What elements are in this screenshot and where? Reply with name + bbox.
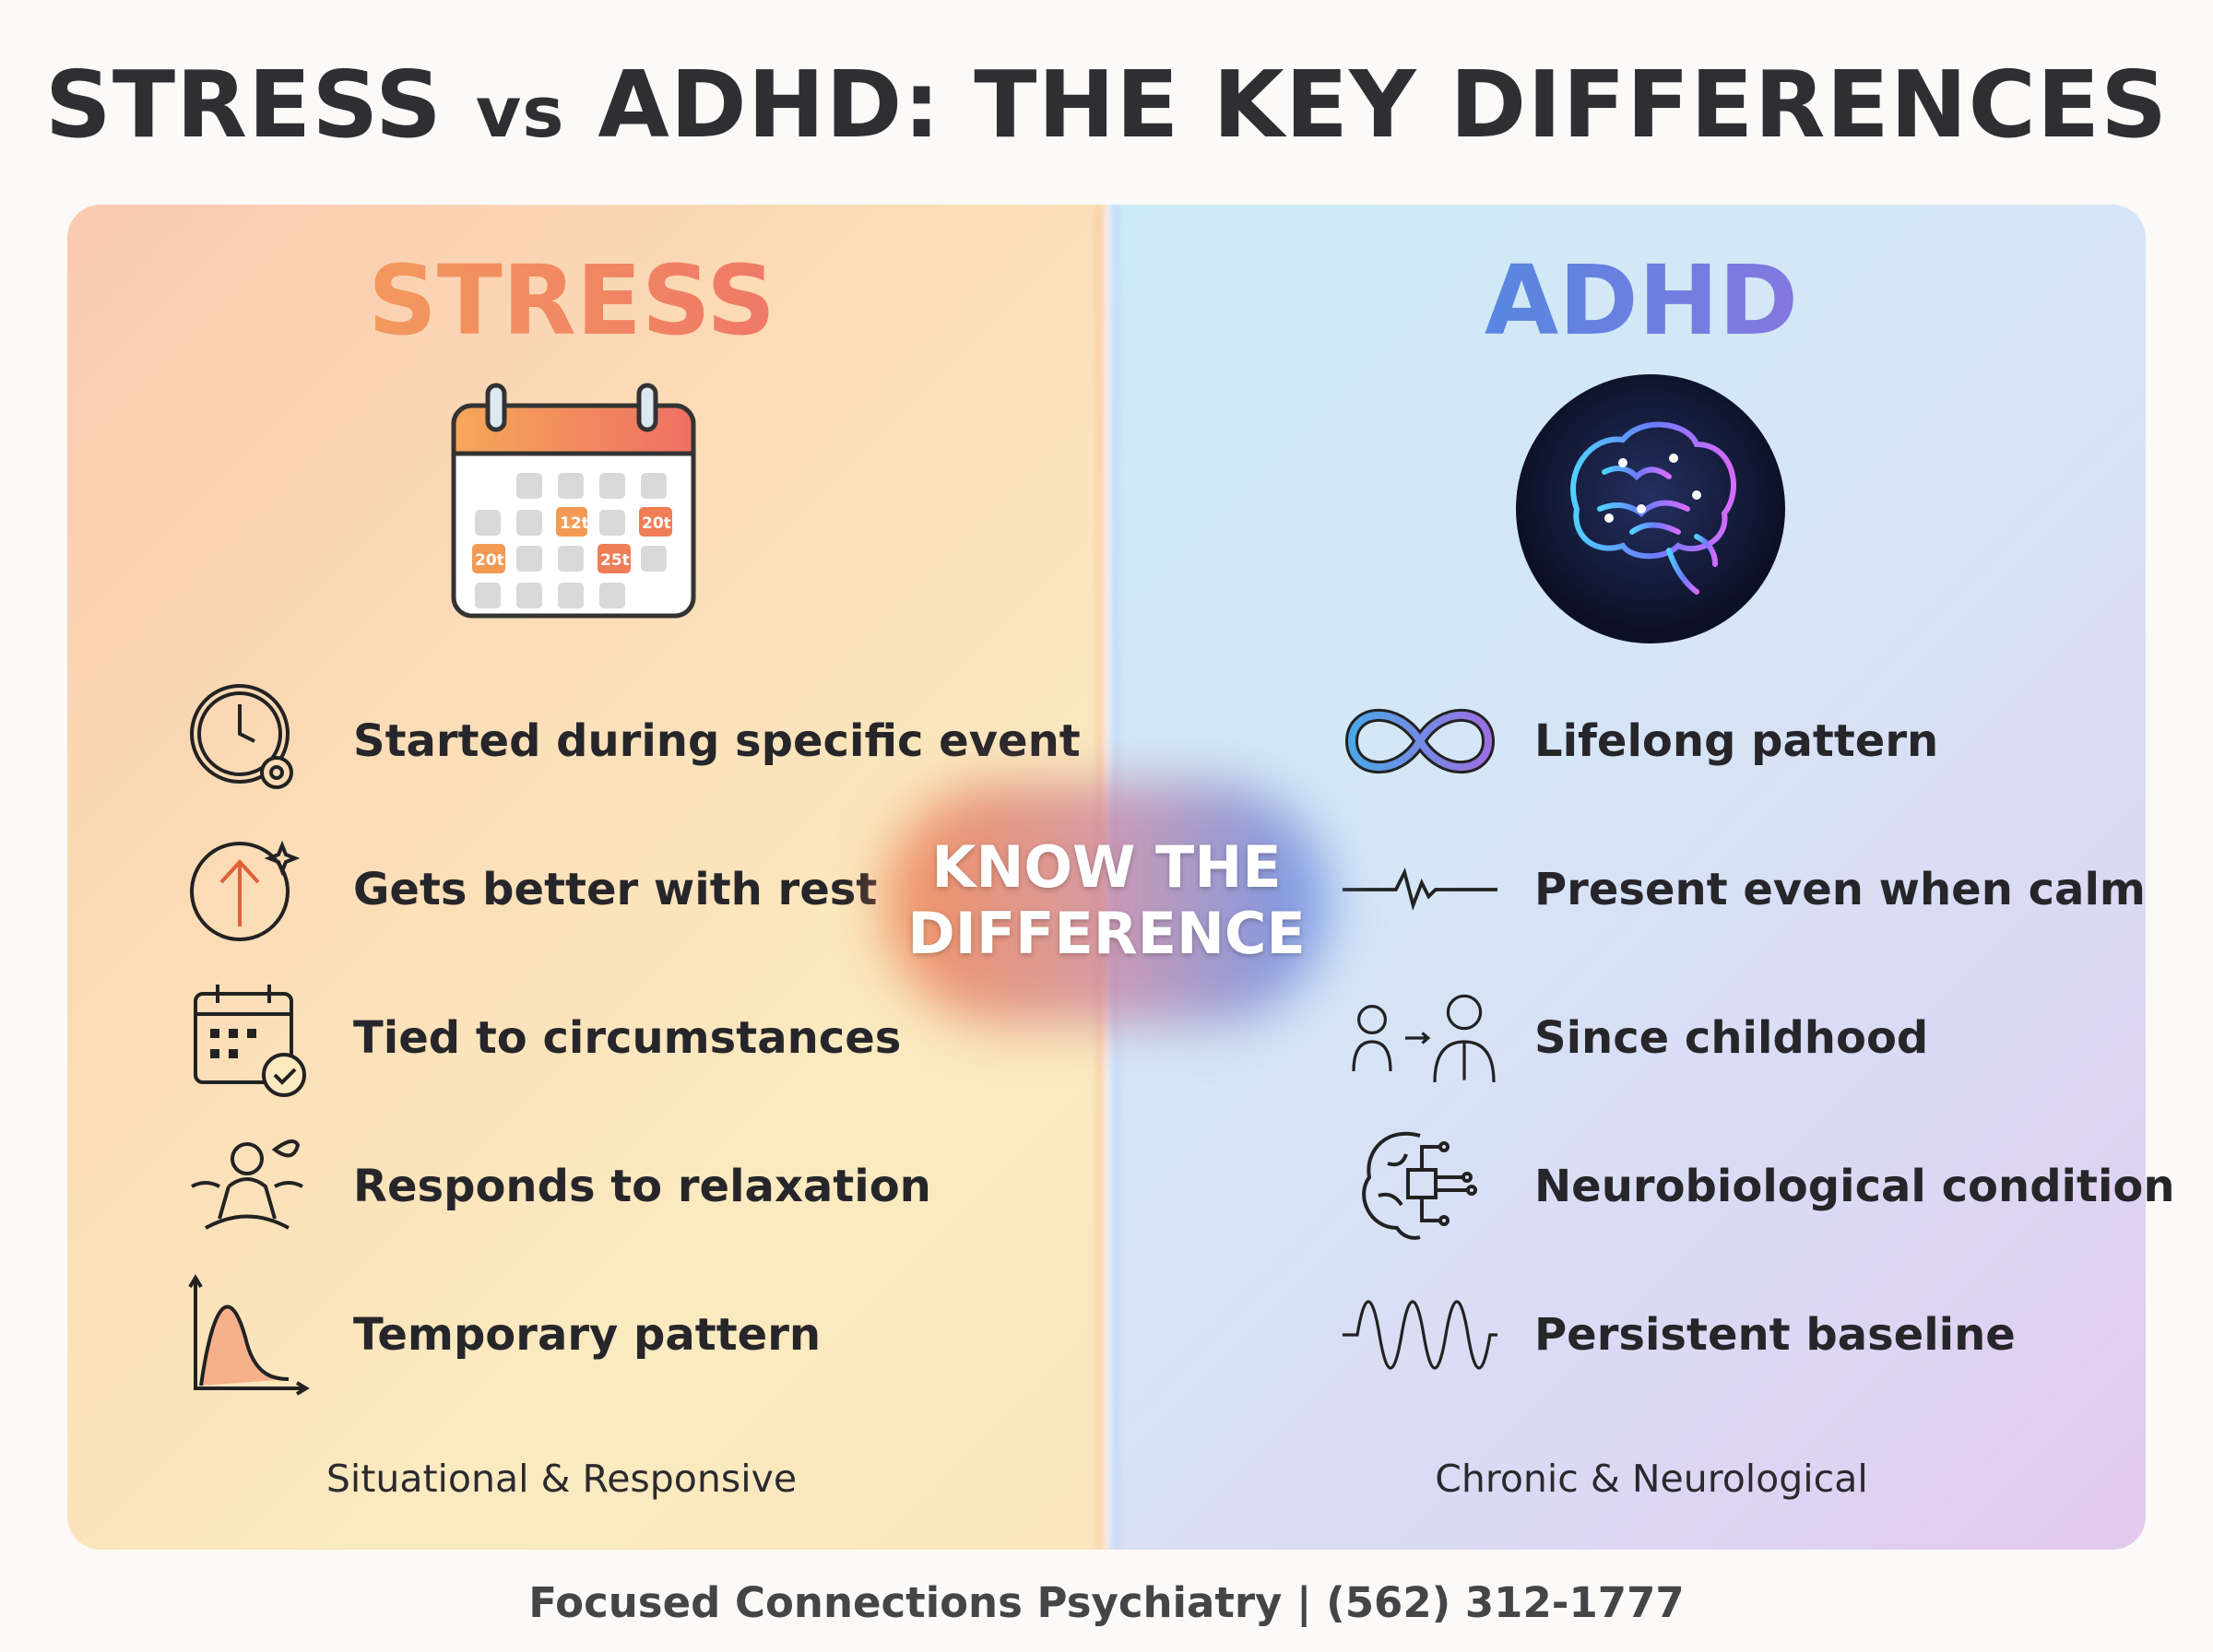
center-glow — [885, 784, 1328, 1023]
item-label: Present even when calm — [1534, 864, 2146, 915]
up-arrow-sparkle-icon — [178, 820, 316, 959]
list-item: Tied to circumstances — [178, 985, 1081, 1097]
item-label: Neurobiological condition — [1534, 1161, 2175, 1212]
list-item: Persistent baseline — [1343, 1289, 2175, 1381]
calendar-check-icon — [178, 969, 316, 1107]
list-item: Started during specific event — [178, 684, 1081, 789]
stress-list: Started during specific event Gets bette… — [178, 684, 1081, 1396]
glowing-brain-icon — [1516, 374, 1785, 643]
list-item: Lifelong pattern — [1343, 695, 2175, 787]
list-item: Neurobiological condition — [1343, 1131, 2175, 1240]
title-stress: STRESS — [44, 51, 443, 159]
title-rest: ADHD: THE KEY DIFFERENCES — [598, 51, 2169, 159]
item-label: Persistent baseline — [1534, 1309, 2016, 1361]
list-item: Present even when calm — [1343, 844, 2175, 936]
badge-line-1: KNOW THE — [931, 833, 1282, 901]
item-label: Lifelong pattern — [1534, 715, 1939, 767]
footer-contact: Focused Connections Psychiatry | (562) 3… — [528, 1578, 1685, 1627]
calendar-date: 25th — [600, 551, 641, 570]
list-item: Responds to relaxation — [178, 1139, 1081, 1233]
adhd-list: Lifelong pattern Present even when calm … — [1343, 695, 2175, 1381]
heartbeat-line-icon — [1343, 820, 1497, 959]
peak-curve-icon — [178, 1266, 316, 1404]
title-vs: vs — [475, 71, 565, 153]
item-label: Temporary pattern — [353, 1309, 822, 1361]
calendar-icon: 12th 20th 20th 25th — [451, 383, 696, 619]
item-label: Gets better with rest — [353, 864, 878, 915]
stress-caption: Situational & Responsive — [325, 1457, 798, 1501]
calendar-date: 20th — [642, 514, 682, 533]
item-label: Responds to relaxation — [353, 1161, 931, 1212]
badge-line-2: DIFFERENCE — [907, 900, 1306, 967]
list-item: Since childhood — [1343, 992, 2175, 1084]
stress-heading: STRESS — [249, 244, 894, 357]
clock-gear-icon — [178, 672, 316, 810]
list-item: Temporary pattern — [178, 1274, 1081, 1396]
adhd-heading: ADHD — [1319, 244, 1964, 357]
brain-circuit-icon — [1343, 1117, 1497, 1256]
list-item: Gets better with rest — [178, 840, 1081, 941]
item-label: Since childhood — [1534, 1012, 1929, 1064]
calendar-date: 20th — [475, 551, 515, 570]
page-title: STRESS vs ADHD: THE KEY DIFFERENCES — [0, 51, 2213, 159]
wave-icon — [1343, 1266, 1497, 1404]
meditation-icon — [178, 1117, 316, 1256]
infinity-icon — [1343, 672, 1497, 810]
calendar-date: 12th — [560, 514, 600, 533]
item-label: Started during specific event — [353, 715, 1081, 767]
adhd-caption: Chronic & Neurological — [1435, 1457, 1868, 1501]
know-the-difference-badge: KNOW THE DIFFERENCE — [830, 834, 1383, 967]
child-to-adult-icon — [1343, 969, 1497, 1107]
item-label: Tied to circumstances — [353, 1012, 902, 1064]
